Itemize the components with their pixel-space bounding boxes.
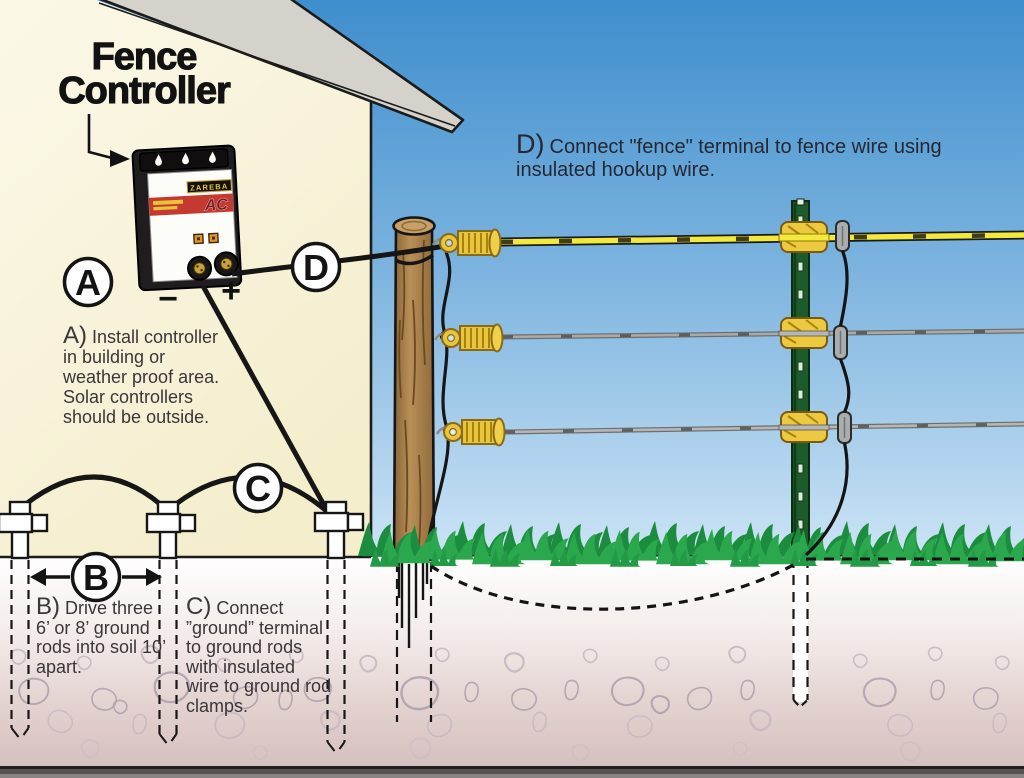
wooden-post-top (392, 216, 436, 236)
bottom-band-dark (0, 769, 1024, 774)
svg-text:C: C (245, 468, 271, 509)
fence-terminal (213, 251, 239, 277)
ground-rod-2 (145, 500, 197, 744)
ground-rods (0, 500, 365, 752)
terminal-positive-label: + (221, 272, 241, 310)
fence-wires (499, 230, 1024, 435)
spacing-dimension-arrows (30, 568, 162, 586)
fence-wire-middle-gray (501, 328, 1024, 340)
t-post-wire-clamps (804, 220, 852, 557)
t-post (778, 198, 830, 709)
svg-text:B: B (83, 557, 109, 598)
t-post-studs (797, 215, 804, 530)
insulator-bottom (435, 417, 506, 447)
insulator-middle (433, 323, 504, 353)
instruction-a: A)Install controller in building or weat… (63, 322, 220, 428)
roof-fascia-line (98, 2, 456, 127)
instruction-d-prefix: D) (516, 129, 545, 159)
insulator-top (431, 228, 502, 258)
title-line-1: Fence (91, 36, 198, 78)
fence-controller-device: ZAREBA AC (131, 144, 243, 292)
hookup-wire-post-wrap (394, 253, 435, 266)
t-post-underground (792, 558, 809, 709)
instruction-b-prefix: B) (36, 593, 60, 620)
red-stripe (148, 193, 234, 216)
terminal-negative-label: − (158, 280, 178, 318)
t-post-insulator-top (778, 221, 830, 253)
t-post-jumper-wire (804, 250, 851, 557)
fence-wire-top-yellow (499, 230, 1024, 247)
callout-d: D (290, 241, 342, 293)
wooden-post (392, 216, 436, 722)
svg-text:A: A (75, 262, 101, 303)
underground-wire-dashed (430, 557, 1024, 611)
wood-grain (398, 239, 426, 548)
soil (0, 556, 1024, 778)
brand-label (186, 179, 233, 194)
ground-rod-1 (0, 500, 49, 738)
instruction-a-prefix: A) (63, 322, 87, 349)
t-post-insulators (778, 221, 830, 443)
title-line-2: Controller (58, 70, 232, 112)
ground-hookup-wire (200, 284, 333, 518)
title-leader-arrow (87, 114, 130, 167)
callout-b: B (70, 551, 122, 603)
ground-rod-3 (313, 500, 365, 752)
callout-a: A (62, 256, 114, 308)
t-post-insulator-middle (778, 317, 830, 349)
wooden-post-underground (395, 560, 433, 722)
t-post-insulator-bottom (778, 411, 830, 443)
stripe-smallprint-2 (153, 205, 178, 211)
fence-wire-bottom-gray (503, 421, 1024, 435)
bottom-band-line (0, 766, 1024, 769)
stripe-smallprint-1 (152, 199, 184, 206)
bottom-band-light (0, 774, 1024, 778)
stripe-ac-text: AC (203, 196, 228, 214)
grass-strip (358, 521, 1024, 567)
brand-label-text: ZAREBA (190, 182, 229, 193)
instruction-b: B)Drive three 6’ or 8’ ground rods into … (36, 593, 167, 677)
t-post-top-notch (796, 198, 805, 206)
instruction-d: D)Connect "fence" terminal to fence wire… (516, 129, 942, 182)
callout-c: C (232, 462, 284, 514)
svg-text:D: D (303, 247, 329, 288)
diagram-title: Fence Controller (53, 36, 235, 112)
instruction-c-prefix: C) (186, 593, 212, 620)
wood-post-insulators (431, 228, 506, 447)
callout-circles: A D C B (62, 241, 342, 603)
indicator-lights (193, 232, 219, 245)
mounting-keyholes (155, 151, 216, 166)
instruction-c: C)Connect ”ground” terminal to ground ro… (186, 593, 332, 716)
ground-terminal (187, 255, 213, 281)
